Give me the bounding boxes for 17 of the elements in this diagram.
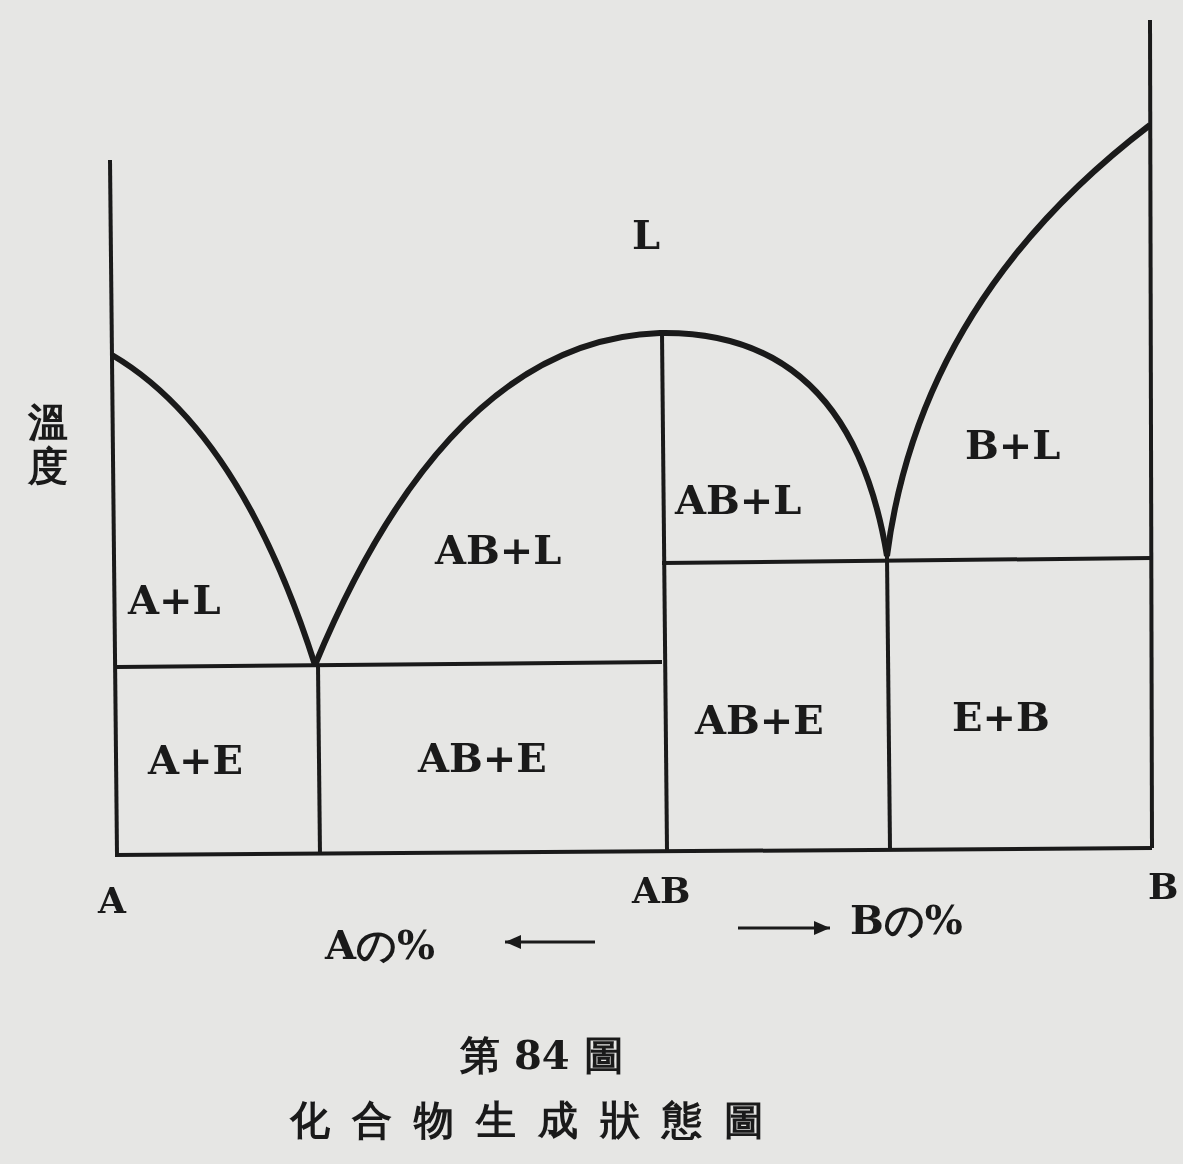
axis-title: Bの% [850, 900, 963, 940]
axis-title: 溫度 [28, 400, 68, 488]
phase-label: AB+L [435, 530, 562, 570]
figure-caption: 化合物生成狀態圖 [290, 1100, 786, 1140]
phase-label: A+L [128, 580, 221, 620]
phase-label: L [632, 215, 661, 255]
phase-label: AB+E [418, 738, 547, 778]
axis-label: AB [632, 872, 691, 908]
figure-number: 第 84 圖 [460, 1035, 624, 1075]
axis-label: B [1148, 868, 1179, 904]
phase-label: AB+L [675, 480, 802, 520]
phase-label: A+E [148, 740, 244, 780]
phase-label: B+L [965, 425, 1061, 465]
axis-title: Aの% [325, 925, 436, 965]
phase-label: AB+E [695, 700, 824, 740]
axis-label: A [98, 882, 126, 918]
phase-label: E+B [952, 697, 1050, 737]
